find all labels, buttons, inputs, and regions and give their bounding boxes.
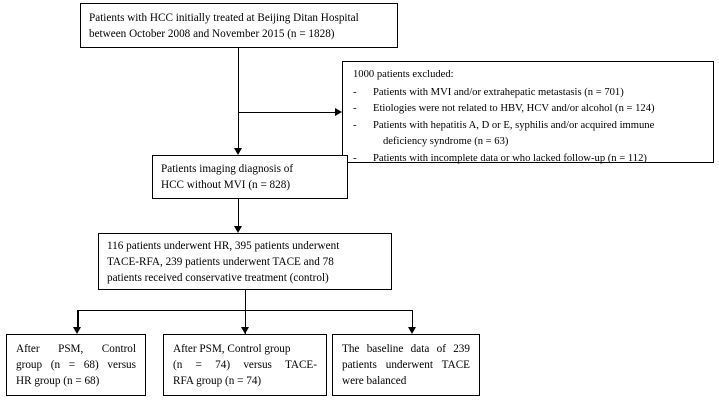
connector-split-bar (77, 309, 413, 311)
tace-baseline-line-3: were balanced (342, 375, 407, 387)
connector-branch-left (77, 310, 79, 327)
node-imaging-diagnosis: Patients imaging diagnosis of HCC withou… (152, 155, 348, 199)
connector-treatments-trunk (244, 290, 246, 334)
arrowhead-to-psm-tacerfa (240, 327, 249, 334)
psm-hr-line-2: group (n = 68) versus (16, 359, 136, 371)
psm-hr-line-3: HR group (n = 68) (16, 375, 100, 387)
enrolled-line-2: between October 2008 and November 2015 (… (89, 27, 335, 40)
node-enrolled-cohort: Patients with HCC initially treated at B… (80, 3, 398, 48)
excluded-item-text: Patients with incomplete data or who lac… (373, 152, 647, 164)
excluded-heading: 1000 patients excluded: (353, 69, 454, 80)
excluded-item: - Patients with MVI and/or extrahepatic … (343, 85, 713, 102)
list-dash-icon: - (353, 119, 357, 131)
arrowhead-to-psm-hr (73, 327, 82, 334)
psm-tacerfa-line-1: After PSM, Control group (173, 343, 291, 355)
list-dash-icon: - (353, 103, 357, 114)
node-treatment-groups: 116 patients underwent HR, 395 patients … (98, 233, 392, 290)
excluded-item-text: Patients with hepatitis A, D or E, syphi… (373, 118, 705, 151)
connector-to-excluded (238, 111, 336, 113)
arrowhead-to-tace-baseline (407, 327, 416, 334)
list-dash-icon: - (353, 152, 357, 164)
excluded-item-text: Etiologies were not related to HBV, HCV … (373, 103, 655, 114)
excluded-item: - Etiologies were not related to HBV, HC… (343, 101, 713, 118)
treatments-line-3: patients received conservative treatment… (107, 271, 329, 284)
connector-enrolled-to-diagnosis (237, 48, 239, 148)
node-psm-control-vs-tace-rfa: After PSM, Control group (n = 74) versus… (163, 334, 327, 396)
list-dash-icon: - (353, 86, 357, 98)
excluded-item-text-main: Patients with hepatitis A, D or E, syphi… (373, 119, 655, 131)
enrolled-line-1: Patients with HCC initially treated at B… (89, 11, 359, 24)
tace-baseline-line-2: patients underwent TACE (342, 359, 470, 371)
excluded-item-text: Patients with MVI and/or extrahepatic me… (373, 86, 624, 98)
psm-tacerfa-line-3: RFA group (n = 74) (173, 375, 262, 387)
excluded-item: - Patients with hepatitis A, D or E, syp… (343, 118, 713, 151)
tace-baseline-line-1: The baseline data of 239 (342, 343, 470, 355)
arrowhead-to-diagnosis (233, 148, 242, 155)
psm-tacerfa-line-2: (n = 74) versus TACE- (173, 359, 317, 371)
arrowhead-to-excluded (335, 108, 342, 116)
arrowhead-to-treatments (233, 226, 242, 233)
diagnosis-line-1: Patients imaging diagnosis of (161, 163, 294, 175)
excluded-item-text-continuation: deficiency syndrome (n = 63) (383, 136, 509, 147)
treatments-line-1: 116 patients underwent HR, 395 patients … (107, 239, 340, 252)
psm-hr-line-1: After PSM, Control (16, 343, 136, 355)
connector-diagnosis-to-treatments (237, 199, 239, 226)
connector-branch-right (411, 310, 413, 327)
node-tace-baseline-balanced: The baseline data of 239 patients underw… (332, 334, 480, 396)
diagnosis-line-2: HCC without MVI (n = 828) (161, 179, 291, 191)
node-excluded-patients: 1000 patients excluded: - Patients with … (342, 61, 714, 164)
treatments-line-2: TACE-RFA, 239 patients underwent TACE an… (107, 255, 334, 268)
excluded-item: - Patients with incomplete data or who l… (343, 151, 713, 168)
node-psm-control-vs-hr: After PSM, Control group (n = 68) versus… (6, 334, 146, 396)
